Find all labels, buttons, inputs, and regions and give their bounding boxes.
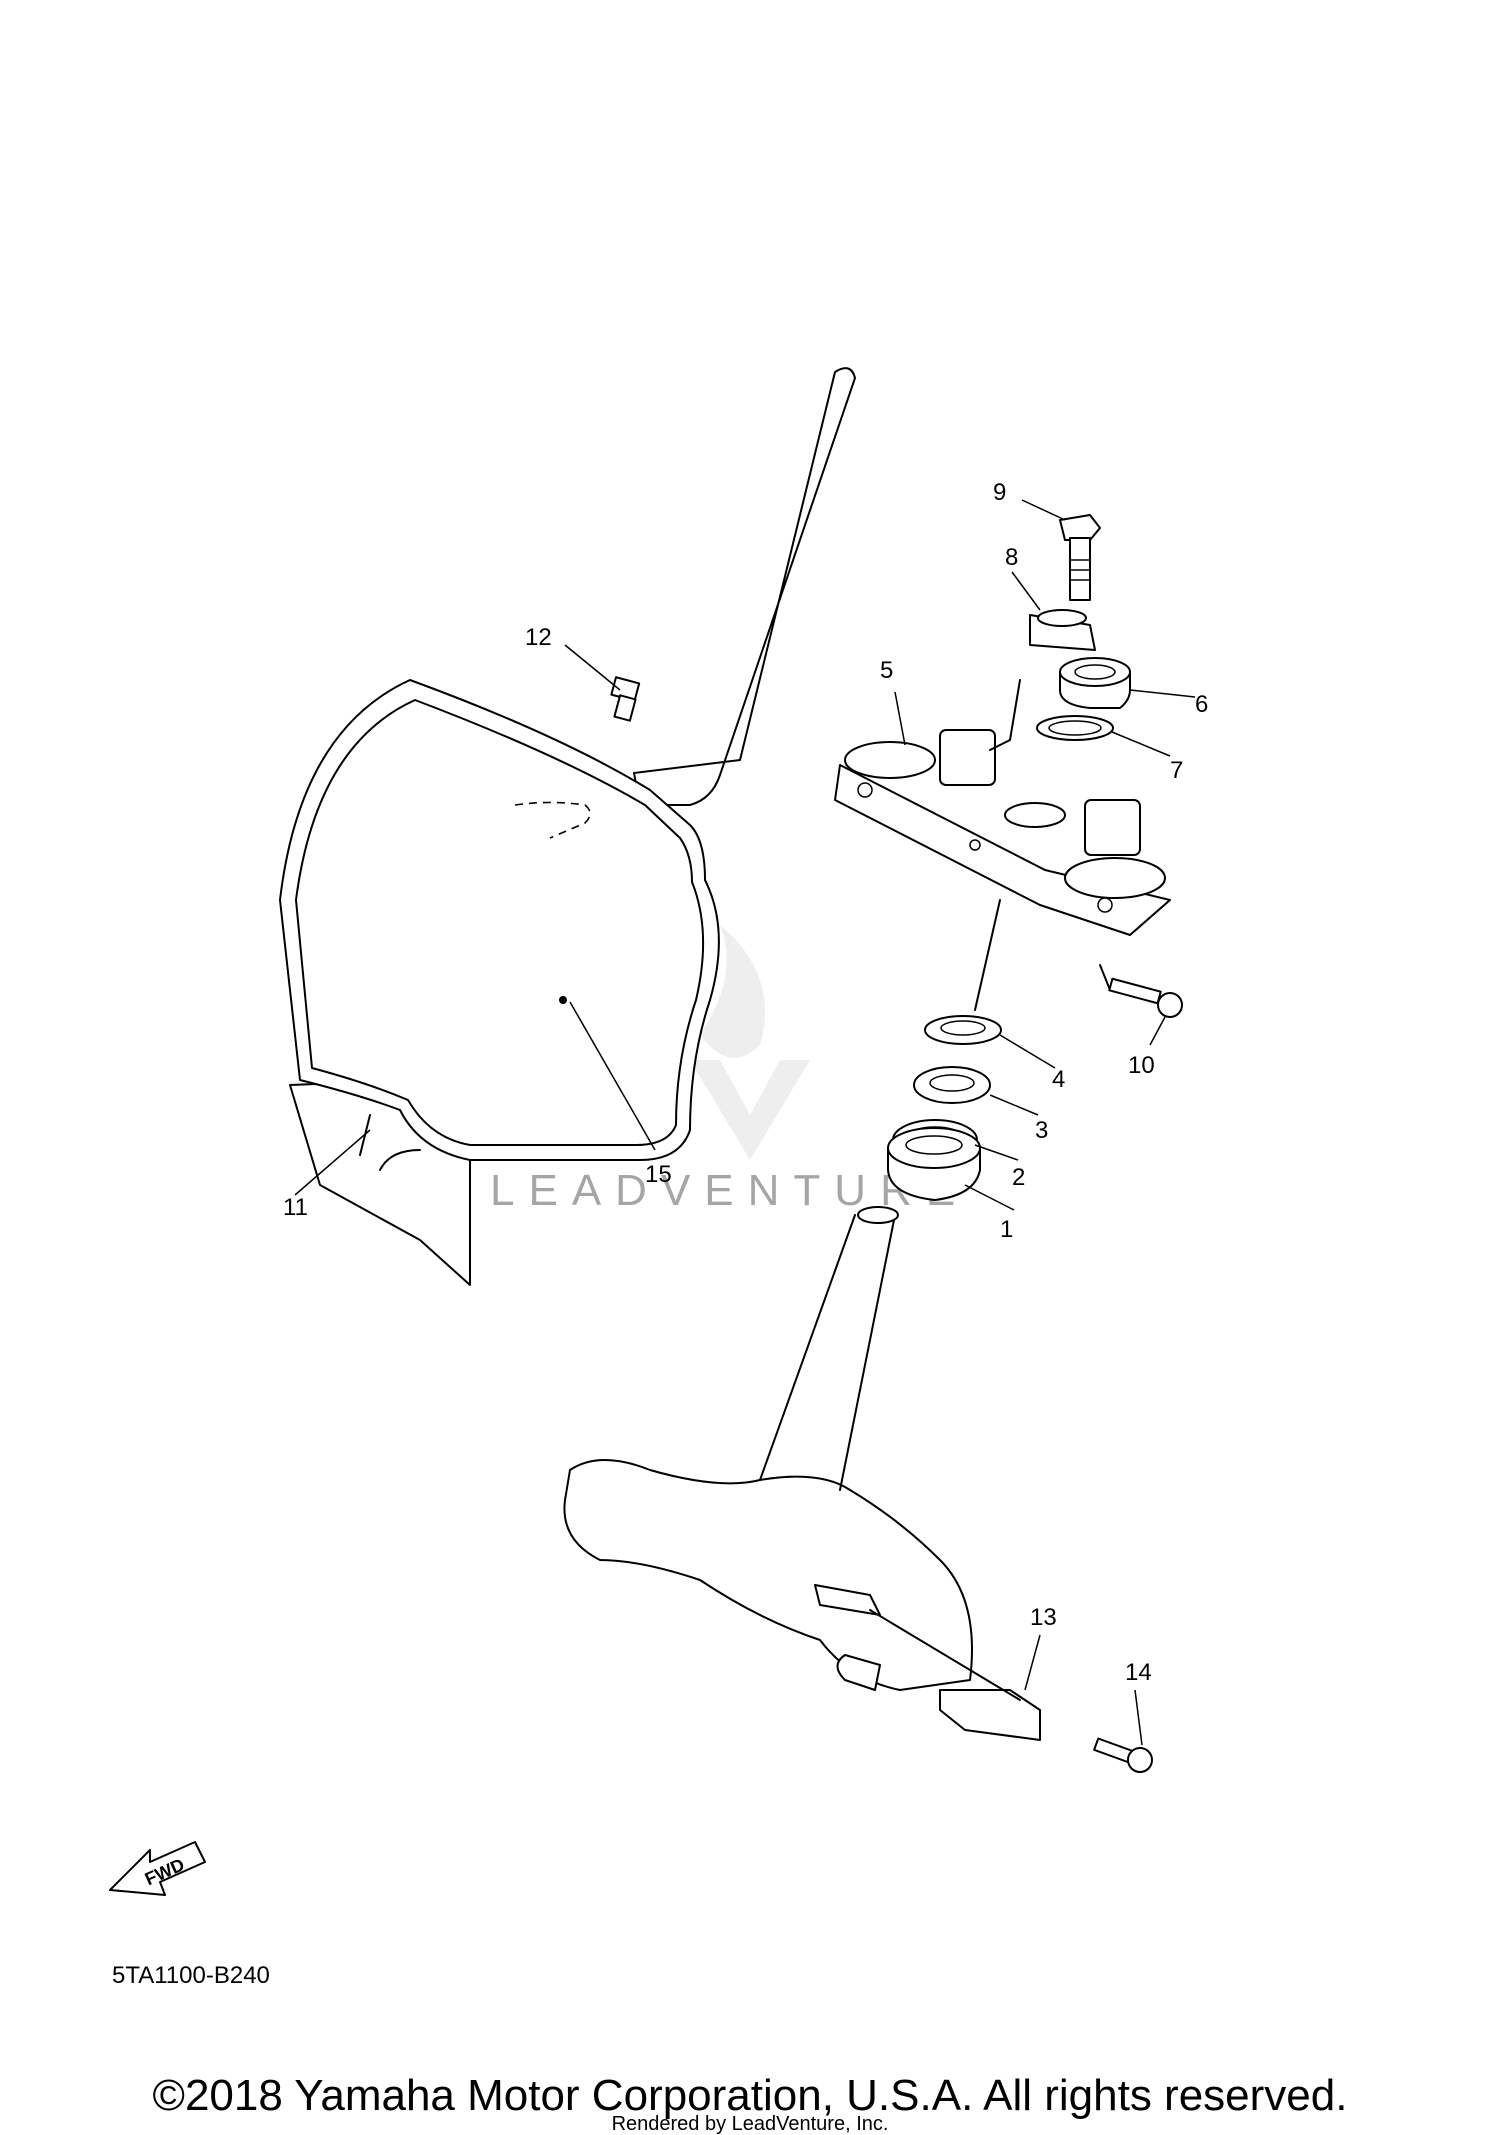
- callout-6: 6: [1195, 691, 1208, 718]
- rendered-by-text: Rendered by LeadVenture, Inc.: [612, 2113, 889, 2135]
- steering-stem: [563, 1206, 973, 1691]
- callout-12: 12: [525, 624, 552, 651]
- callout-10: 10: [1128, 1052, 1155, 1079]
- bolt-12: [610, 676, 641, 722]
- collar-6: [1059, 657, 1131, 709]
- ring-nut-4: [924, 1015, 1002, 1045]
- bolt-9: [1059, 514, 1101, 601]
- washer-3: [913, 1066, 991, 1104]
- callout-2: 2: [1012, 1164, 1025, 1191]
- clamp-cap-8: [1029, 609, 1096, 651]
- callout-8: 8: [1005, 544, 1018, 571]
- copyright-text: ©2018 Yamaha Motor Corporation, U.S.A. A…: [153, 2071, 1348, 2120]
- upper-bracket: [834, 729, 1171, 936]
- diagram-code: 5TA1100-B240: [112, 1962, 270, 1989]
- callout-4: 4: [1052, 1066, 1065, 1093]
- fwd-arrow-icon: FWD: [109, 1841, 206, 1896]
- bearing-1: [887, 1127, 981, 1201]
- number-plate: [279, 367, 856, 1286]
- clamp-13: [869, 1609, 1041, 1741]
- washer-7: [1036, 715, 1114, 741]
- leader-lines: [294, 499, 1196, 1746]
- callout-11: 11: [283, 1194, 308, 1221]
- leadventure-watermark: LEADVENTURE: [490, 925, 955, 1215]
- callout-7: 7: [1170, 757, 1183, 784]
- bolt-10: [1108, 977, 1183, 1018]
- callout-5: 5: [880, 657, 893, 684]
- callout-15: 15: [645, 1161, 672, 1188]
- bolt-14: [1093, 1737, 1153, 1773]
- callout-14: 14: [1125, 1659, 1152, 1686]
- callout-3: 3: [1035, 1117, 1048, 1144]
- callout-1: 1: [1000, 1216, 1013, 1243]
- callout-9: 9: [993, 479, 1006, 506]
- callout-13: 13: [1030, 1604, 1057, 1631]
- callout-labels: 1 2 3 4 5 6 7 8 9 10 11 12 13 14 15: [283, 479, 1208, 1686]
